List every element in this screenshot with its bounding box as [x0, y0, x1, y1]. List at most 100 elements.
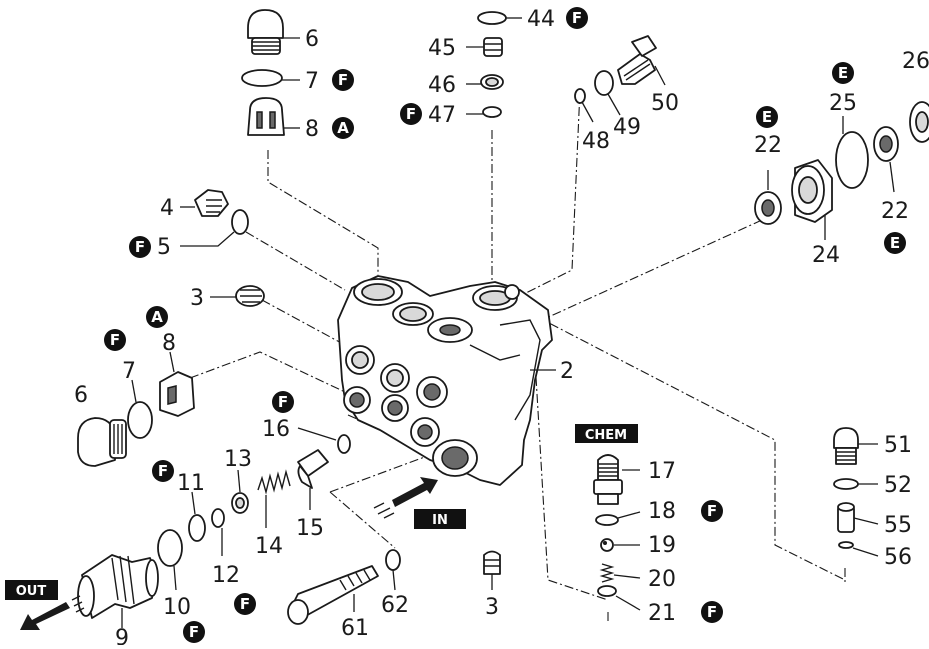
callout-55: 55 [884, 513, 912, 538]
outlet-fitting-9 [77, 554, 159, 628]
badge-f-5: F [129, 236, 151, 258]
callout-8-top: 8 [305, 117, 319, 142]
callout-9: 9 [115, 626, 129, 645]
svg-text:OUT: OUT [16, 584, 47, 599]
callout-7-left: 7 [122, 359, 136, 384]
callout-13: 13 [224, 447, 252, 472]
callout-51: 51 [884, 433, 912, 458]
svg-text:F: F [158, 462, 168, 480]
callout-25: 25 [829, 91, 857, 116]
plug-6-top [247, 9, 300, 55]
svg-text:IN: IN [432, 513, 448, 528]
washer-13 [231, 469, 249, 514]
callout-8-left: 8 [162, 331, 176, 356]
plug-51 [833, 427, 878, 465]
tag-in: IN [414, 509, 466, 529]
badge-f-11: F [152, 460, 174, 482]
retainer-24 [791, 159, 833, 240]
svg-text:F: F [189, 623, 199, 641]
badge-e-22-right: E [884, 232, 906, 254]
badge-e-22-left: E [756, 106, 778, 128]
callout-4: 4 [160, 196, 174, 221]
badge-f-21: F [701, 601, 723, 623]
bolt-61 [287, 565, 379, 625]
o-ring-52 [833, 478, 878, 490]
callout-49: 49 [613, 115, 641, 140]
tag-out: OUT [5, 580, 58, 600]
svg-text:F: F [707, 502, 717, 520]
svg-text:E: E [762, 108, 772, 126]
badge-f-18: F [701, 500, 723, 522]
callout-5: 5 [157, 235, 171, 260]
o-ring-25 [835, 116, 869, 189]
pump-manifold [337, 275, 556, 486]
seal-22-left [754, 170, 782, 225]
callout-11: 11 [177, 471, 205, 496]
piston-55 [837, 502, 879, 533]
in-flow-arrow [373, 477, 438, 519]
valve-8-top [247, 97, 300, 136]
badge-f-12: F [234, 593, 256, 615]
valve-8-left [159, 351, 195, 417]
svg-text:F: F [278, 393, 288, 411]
callout-15: 15 [296, 516, 324, 541]
svg-text:A: A [337, 119, 349, 137]
ring-48 [574, 88, 594, 123]
badge-f-7-left: F [104, 329, 126, 351]
callout-6-left: 6 [74, 383, 88, 408]
badge-f-47: F [400, 103, 422, 125]
callout-2: 2 [560, 359, 574, 384]
o-ring-7-top [241, 69, 300, 87]
callout-17: 17 [648, 459, 676, 484]
callout-26: 26 [902, 49, 929, 74]
badge-e-25: E [832, 62, 854, 84]
o-ring-44 [477, 11, 522, 25]
letter-badges: F A F F E E E F A F F F F F F F [104, 7, 906, 643]
badge-f-44: F [566, 7, 588, 29]
callout-48: 48 [582, 129, 610, 154]
plug-3-upper [210, 285, 265, 307]
callout-22-left: 22 [754, 133, 782, 158]
o-ring-21 [597, 585, 641, 611]
callout-22-right: 22 [881, 199, 909, 224]
washer-62 [385, 549, 401, 591]
callout-7-top: 7 [305, 69, 319, 94]
callout-12: 12 [212, 563, 240, 588]
callout-47: 47 [428, 103, 456, 128]
callout-labels: 6 7 8 44 45 46 47 48 49 50 25 26 22 22 2… [74, 7, 929, 649]
svg-text:F: F [110, 331, 120, 349]
svg-text:CHEM: CHEM [585, 428, 627, 443]
plug-6-left [77, 417, 127, 467]
o-ring-7-left [127, 379, 153, 439]
ball-19 [600, 538, 640, 552]
plug-3-lower [483, 550, 501, 590]
callout-24: 24 [812, 243, 840, 268]
badge-a-8-top: A [332, 117, 354, 139]
o-ring-12 [211, 508, 225, 556]
port-tags: OUT IN CHEM [5, 424, 638, 600]
spring-14 [257, 469, 291, 528]
fitting-50 [617, 35, 666, 86]
callout-20: 20 [648, 567, 676, 592]
o-ring-56 [838, 541, 879, 557]
svg-text:F: F [135, 238, 145, 256]
callout-10: 10 [163, 595, 191, 620]
callout-14: 14 [255, 534, 283, 559]
callout-44: 44 [527, 7, 555, 32]
callout-45: 45 [428, 36, 456, 61]
o-ring-11 [188, 491, 206, 542]
spring-20 [599, 563, 641, 583]
callout-52: 52 [884, 473, 912, 498]
callout-46: 46 [428, 73, 456, 98]
callout-3-upper: 3 [190, 286, 204, 311]
callout-50: 50 [651, 91, 679, 116]
o-ring-5 [180, 209, 249, 247]
callout-19: 19 [648, 533, 676, 558]
fitting-15 [297, 449, 329, 510]
svg-text:A: A [151, 308, 163, 326]
svg-text:E: E [838, 64, 848, 82]
seal-46 [466, 74, 504, 90]
callout-62: 62 [381, 593, 409, 618]
